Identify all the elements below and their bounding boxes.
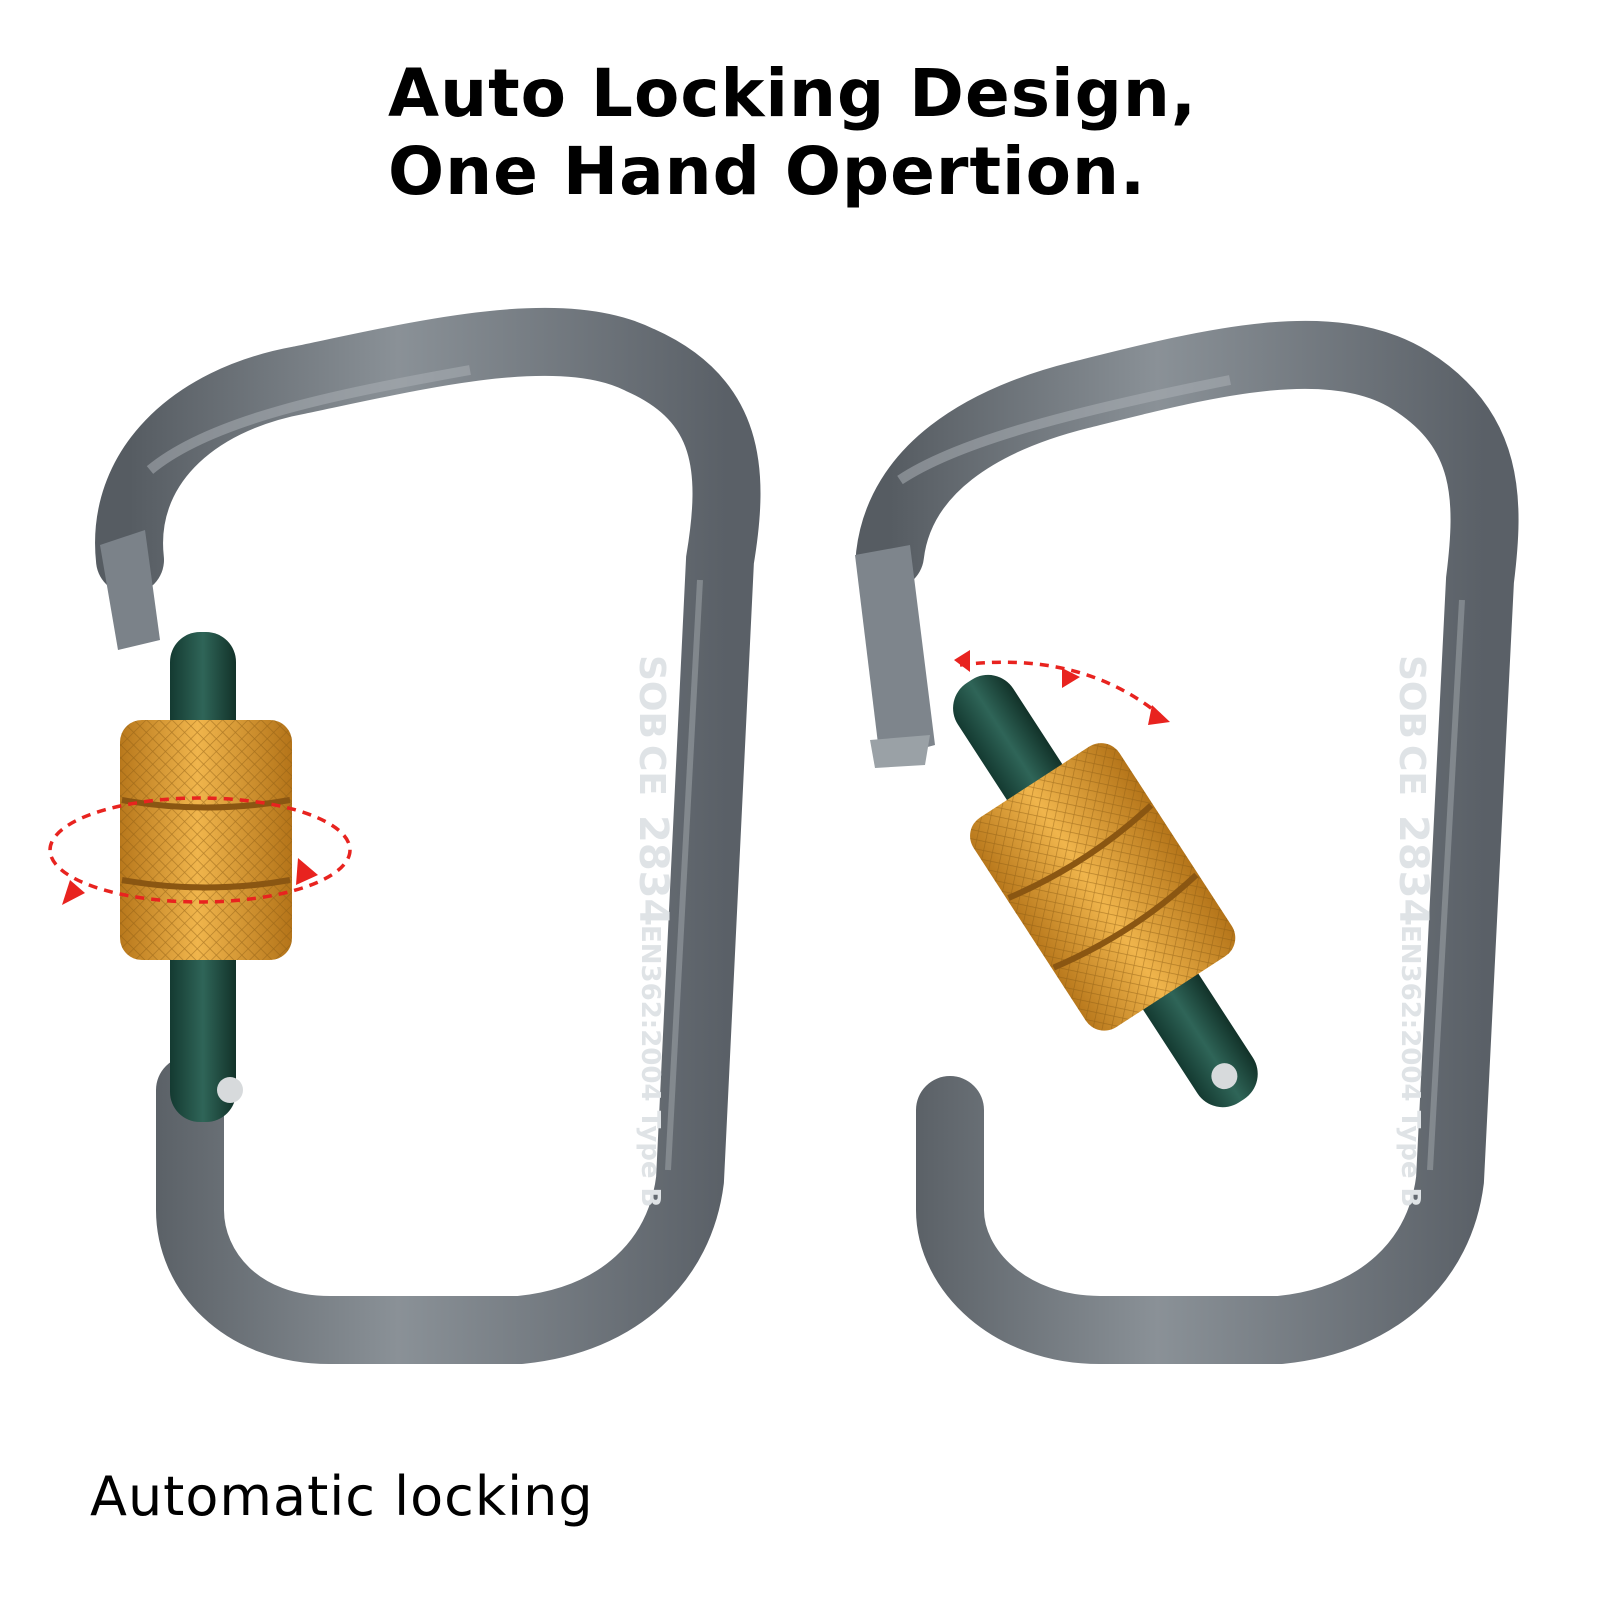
right-engraving-brand: SOB xyxy=(1391,655,1432,739)
headline-line-2: One Hand Opertion. xyxy=(388,133,1147,210)
right-engraving-standard: EN362:2004 Type B xyxy=(1395,925,1425,1207)
caption: Automatic locking xyxy=(90,1465,594,1528)
right-engraving: SOB CE 2834 EN362:2004 Type B xyxy=(1390,655,1436,1207)
left-locking-sleeve xyxy=(120,720,292,960)
rotation-arrow-icon xyxy=(48,796,352,905)
headline: Auto Locking Design, One Hand Opertion. xyxy=(388,55,1197,211)
left-engraving: SOB CE 2834 EN362:2004 Type B xyxy=(630,655,676,1207)
right-locking-sleeve xyxy=(970,743,1236,1031)
left-engraving-number: 2834 xyxy=(630,815,676,926)
right-carabiner-frame xyxy=(856,320,1519,1364)
right-carabiner: SOB CE 2834 EN362:2004 Type B xyxy=(855,320,1519,1364)
gate-swing-arrow-icon xyxy=(954,650,1170,725)
left-engraving-brand: SOB xyxy=(631,655,672,739)
headline-line-1: Auto Locking Design, xyxy=(388,55,1197,132)
left-carabiner: SOB CE 2834 EN362:2004 Type B xyxy=(48,307,761,1364)
left-carabiner-frame xyxy=(95,307,761,1364)
right-gate xyxy=(953,674,1258,1108)
right-engraving-number: 2834 xyxy=(1390,815,1436,926)
left-engraving-standard: EN362:2004 Type B xyxy=(635,925,665,1207)
right-engraving-mark: CE xyxy=(1391,745,1432,796)
left-engraving-mark: CE xyxy=(631,745,672,796)
